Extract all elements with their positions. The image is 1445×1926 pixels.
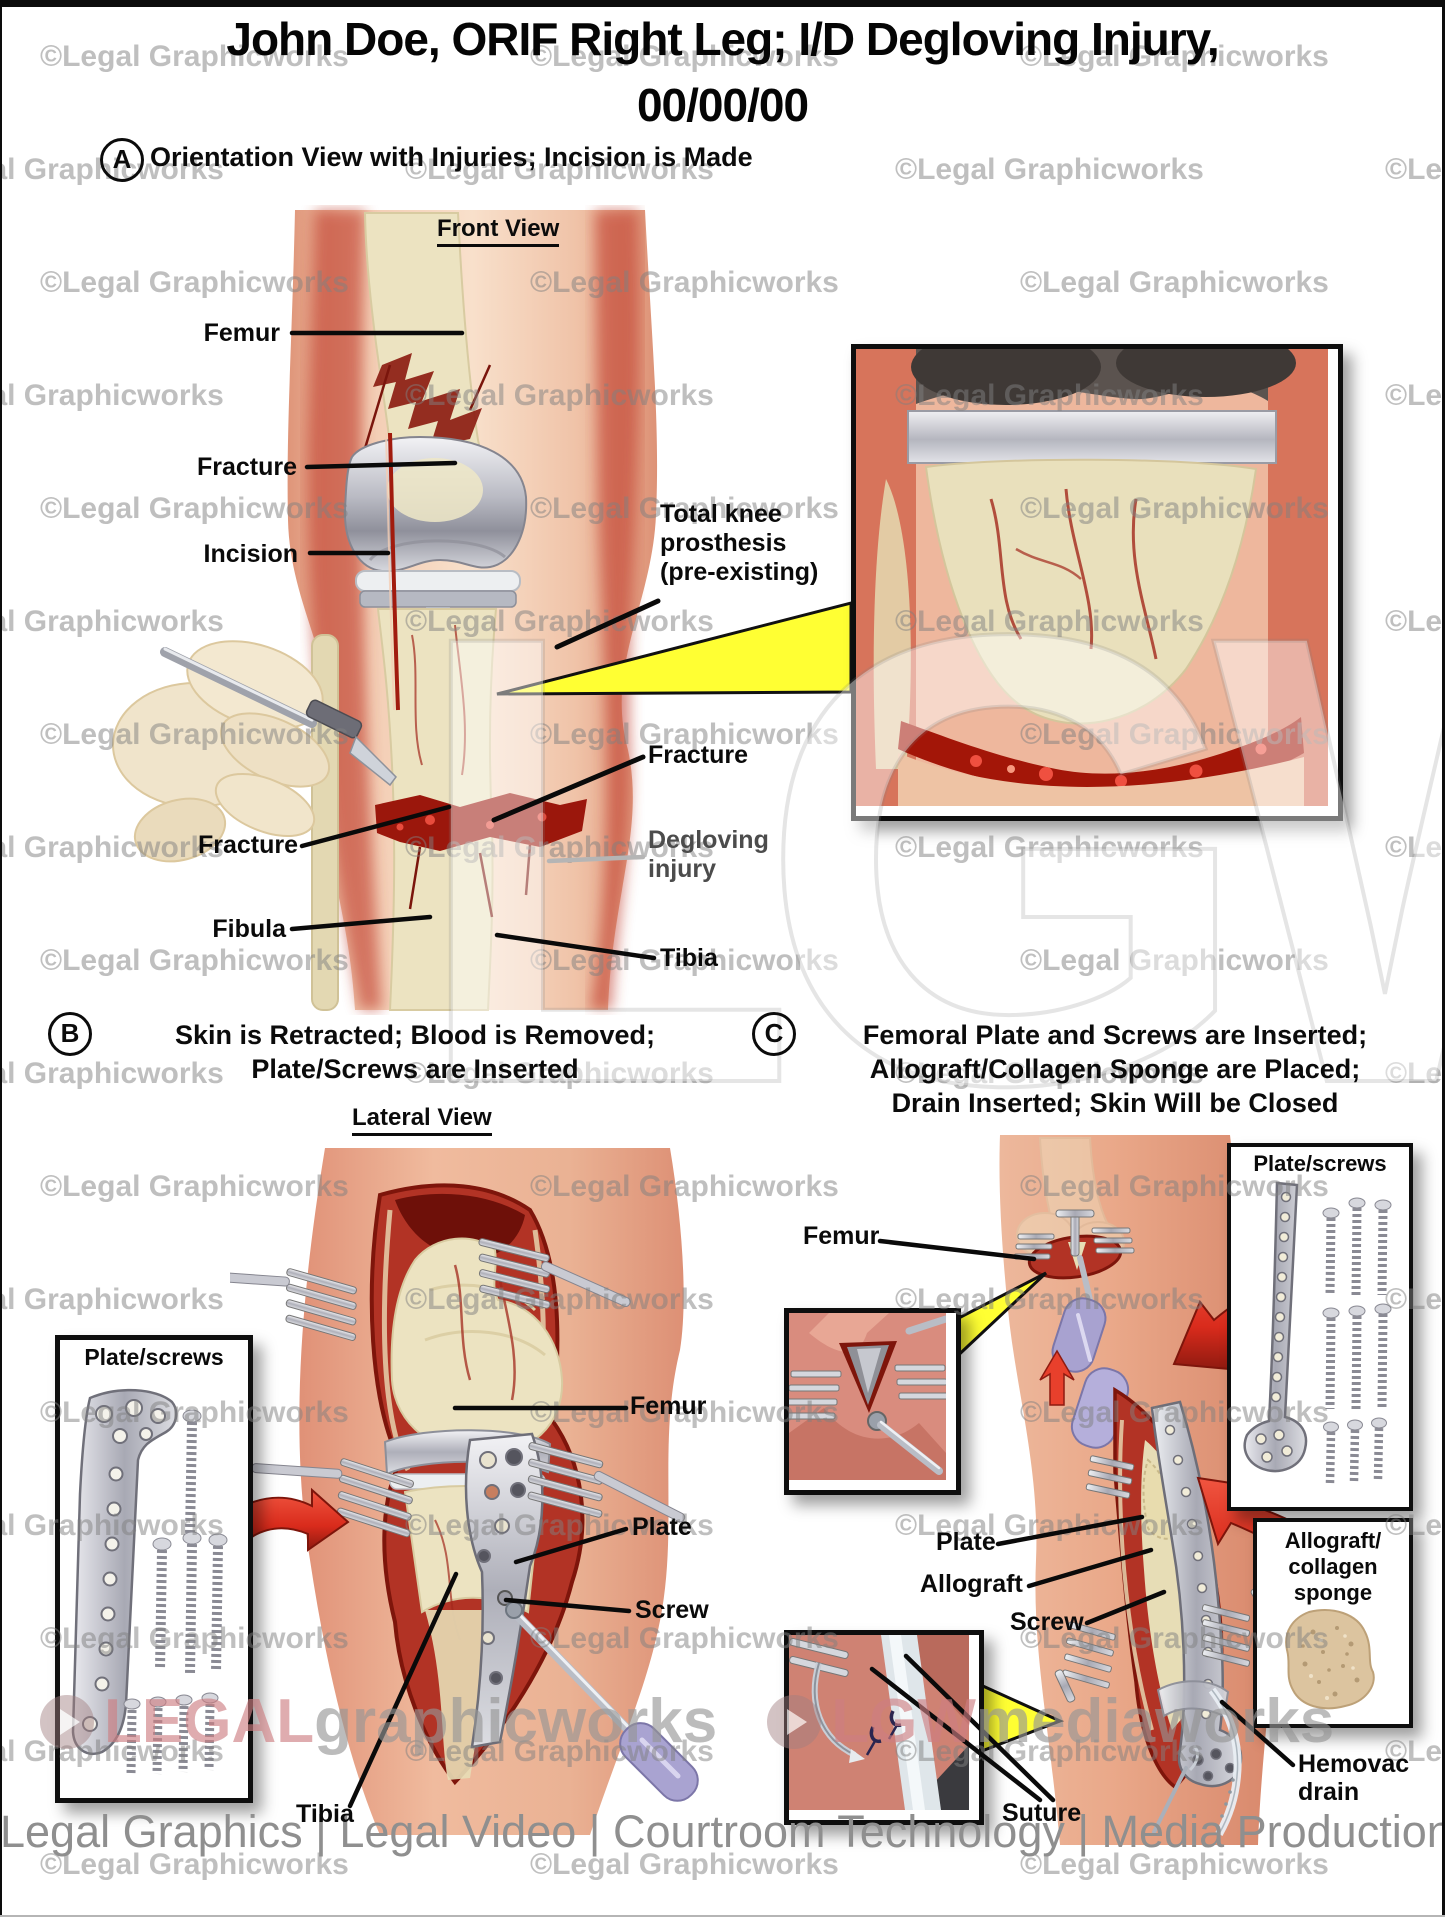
label-c-allograft: Allograft [920, 1570, 1023, 1598]
suture-closeup-inset [784, 1630, 984, 1825]
page-border-bottom [0, 1915, 1445, 1917]
label-b-femur: Femur [630, 1392, 707, 1420]
page-border-top [0, 0, 1445, 7]
watermark-tile: ©Legal Graphicworks [1020, 944, 1329, 977]
screwdriver-illustration [505, 1601, 699, 1802]
retractor-rake [478, 1238, 631, 1309]
label-a-prosthesis: Total knee prosthesis (pre-existing) [660, 500, 819, 586]
degloving-closeup-inset [851, 344, 1343, 821]
sponge-illustration [1285, 1609, 1375, 1710]
allograft-inset-title-line3: sponge [1293, 1580, 1373, 1605]
suture-closeup-illustration [789, 1635, 969, 1810]
label-a-incision: Incision [203, 540, 298, 568]
plate-screws-illustration-b [71, 1388, 228, 1775]
section-b-heading-line1: Skin is Retracted; Blood is Removed; [174, 1020, 656, 1050]
label-b-tibia: Tibia [296, 1800, 354, 1828]
front-view-leg-illustration [112, 210, 658, 1011]
watermark-tile: ©Legal Graphicworks [895, 831, 1204, 864]
label-a-fibula: Fibula [212, 915, 286, 943]
degloving-closeup-illustration [856, 349, 1328, 806]
plate-screws-inset-c-title: Plate/screws [1253, 1151, 1387, 1176]
allograft-inset-title-line1: Allograft/ [1284, 1528, 1382, 1553]
label-b-screw: Screw [635, 1596, 709, 1624]
section-c-heading-line1: Femoral Plate and Screws are Inserted; [862, 1020, 1368, 1050]
label-c-suture: Suture [1002, 1799, 1082, 1827]
watermark-tile: ©Legal Graphicworks [1385, 379, 1445, 412]
section-c-heading-line2: Allograft/Collagen Sponge are Placed; [869, 1054, 1361, 1084]
allograft-sponge-inset: Allograft/ collagen sponge [1253, 1518, 1413, 1728]
section-c-badge: C [752, 1012, 796, 1056]
section-a-heading: Orientation View with Injuries; Incision… [150, 142, 753, 172]
section-b-heading-line2: Plate/Screws are Inserted [251, 1054, 579, 1084]
watermark-tile: ©Legal Graphicworks [895, 153, 1204, 186]
section-a-view-label: Front View [437, 215, 560, 247]
label-c-femur: Femur [803, 1222, 880, 1250]
section-a-badge: A [100, 138, 144, 182]
retractor-rake [230, 1268, 358, 1341]
lateral-view-knee-illustration [230, 1148, 699, 1835]
page-border-left [0, 0, 2, 1917]
label-c-hemovac: Hemovac drain [1298, 1750, 1410, 1806]
label-a-degloving: Degloving injury [648, 826, 769, 883]
watermark-tile: ©Legal Graphicworks [1385, 153, 1445, 186]
label-c-screw: Screw [1010, 1608, 1084, 1636]
scalpel-illustration [160, 647, 397, 787]
allograft-inset-title-line2: collagen [1288, 1554, 1378, 1579]
label-a-fracture-lower: Fracture [197, 831, 298, 859]
section-c-heading-line3: Drain Inserted; Skin Will be Closed [891, 1088, 1339, 1118]
label-c-plate: Plate [936, 1528, 996, 1556]
section-b-view-label: Lateral View [352, 1104, 492, 1136]
label-b-plate: Plate [632, 1513, 692, 1541]
label-a-tibia: Tibia [660, 944, 718, 972]
watermark-tile: ©Legal Graphicworks [1385, 605, 1445, 638]
footer-services-text: Legal Graphics | Legal Video | Courtroom… [0, 1806, 1445, 1857]
plate-screws-illustration-c [1243, 1181, 1392, 1484]
page-title-line2: 00/00/00 [636, 79, 809, 131]
page-border-right [1442, 0, 1445, 1917]
section-b-badge: B [48, 1012, 92, 1056]
drill-closeup-illustration [789, 1313, 946, 1480]
plate-screws-inset-b-title: Plate/screws [84, 1344, 224, 1370]
watermark-tile: ©Legal Graphicworks [0, 1283, 224, 1316]
retractor-rake [251, 1458, 415, 1538]
plate-screws-inset-c: Plate/screws [1227, 1143, 1413, 1511]
watermark-tile: ©Legal Graphicworks [1020, 266, 1329, 299]
retractor-rake [527, 1442, 686, 1523]
drill-closeup-inset [784, 1308, 961, 1495]
label-a-fracture-mid: Fracture [648, 741, 749, 769]
page-title-line1: John Doe, ORIF Right Leg; I/D Degloving … [226, 13, 1219, 65]
label-a-fracture-upper: Fracture [196, 453, 297, 481]
plate-screws-inset-b: Plate/screws [55, 1335, 253, 1803]
watermark-tile: ©Legal Graphicworks [1385, 831, 1445, 864]
label-a-femur: Femur [203, 319, 280, 347]
